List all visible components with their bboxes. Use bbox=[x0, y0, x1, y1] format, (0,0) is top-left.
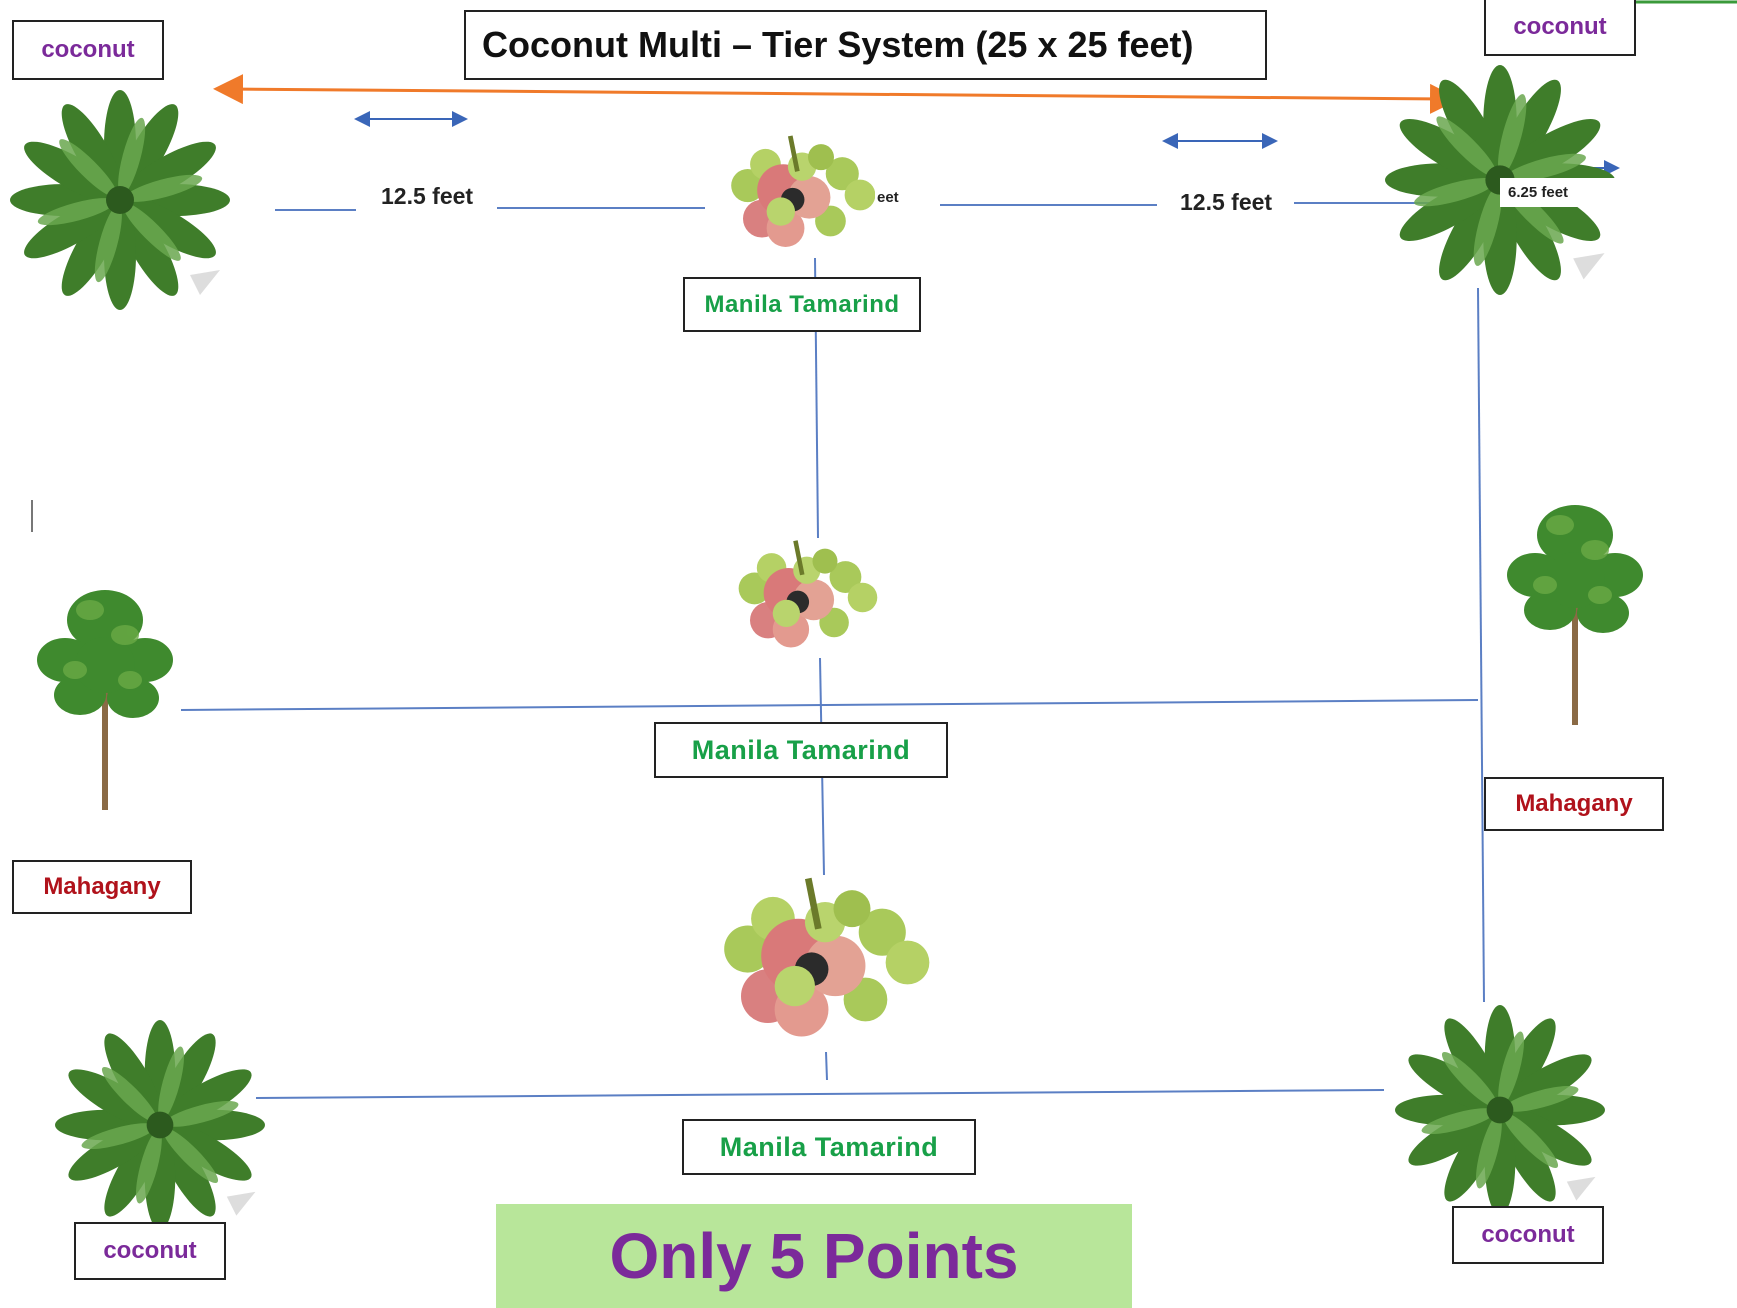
mahagany-label: Mahagany bbox=[1484, 777, 1664, 831]
corner-offset-label: 6.25 feet bbox=[1500, 178, 1616, 207]
coconut-label: coconut bbox=[12, 20, 164, 80]
manila-tamarind-icon bbox=[680, 870, 950, 1055]
coconut-palm-icon bbox=[55, 1020, 265, 1230]
manila-tamarind-label: Manila Tamarind bbox=[683, 277, 921, 332]
manila-tamarind-icon bbox=[705, 535, 895, 660]
partial-spacing-label: eet bbox=[875, 187, 901, 208]
coconut-label: coconut bbox=[1484, 0, 1636, 56]
manila-tamarind-label: Manila Tamarind bbox=[682, 1119, 976, 1175]
coconut-label: coconut bbox=[1452, 1206, 1604, 1264]
span-arrow bbox=[213, 74, 1460, 114]
coconut-label: coconut bbox=[74, 1222, 226, 1280]
footer-banner: Only 5 Points bbox=[496, 1204, 1132, 1308]
coconut-palm-icon bbox=[1395, 1005, 1605, 1215]
coconut-palm-icon bbox=[10, 90, 230, 310]
right-spacing-label: 12.5 feet bbox=[1180, 189, 1273, 215]
mahagany-tree-icon bbox=[1507, 505, 1643, 725]
mahagany-label: Mahagany bbox=[12, 860, 192, 914]
mahagany-tree-icon bbox=[37, 590, 173, 810]
manila-tamarind-label: Manila Tamarind bbox=[654, 722, 948, 778]
left-spacing-label: 12.5 feet bbox=[381, 183, 474, 209]
diagram-title: Coconut Multi – Tier System (25 x 25 fee… bbox=[464, 10, 1267, 80]
manila-tamarind-icon bbox=[700, 130, 890, 260]
